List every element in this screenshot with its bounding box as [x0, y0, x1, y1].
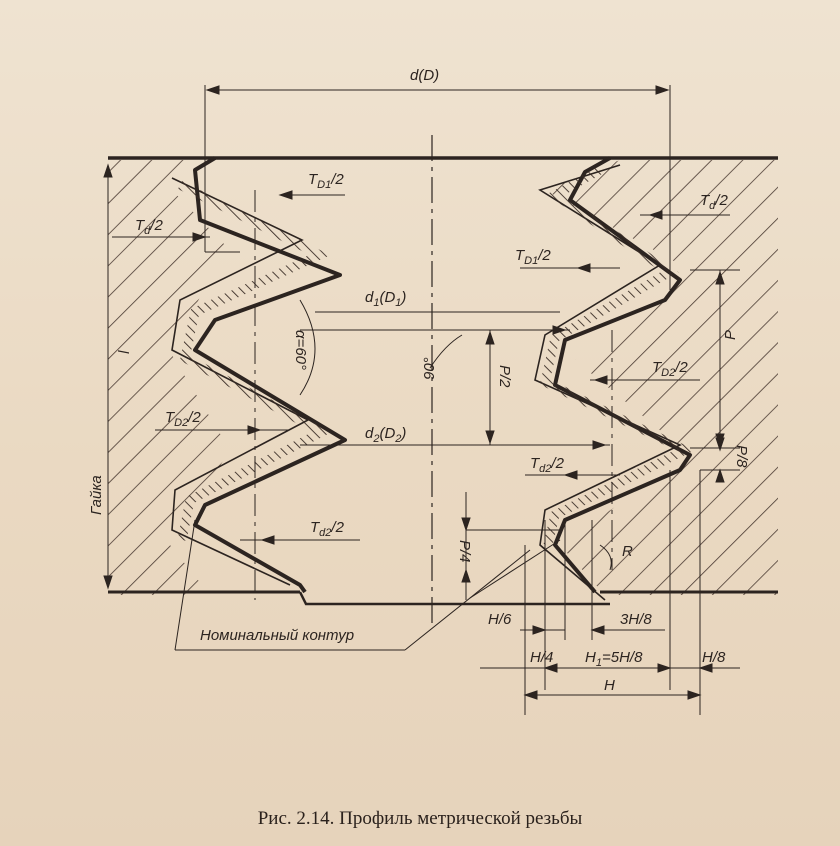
label-d-D: d(D) — [410, 67, 439, 84]
label-P-2: P/2 — [496, 365, 513, 388]
label-angle-90: 90° — [421, 357, 438, 380]
label-d1-D1: d1(D1) — [365, 289, 406, 309]
label-Td2-right: Td2/2 — [530, 455, 565, 475]
label-Td2-left: Td2/2 — [310, 519, 345, 539]
label-TD1-top: TD1/2 — [308, 171, 344, 191]
label-P-4: P/4 — [456, 540, 473, 563]
dimension-lines — [103, 85, 740, 715]
label-TD2-right: TD2/2 — [652, 359, 688, 379]
label-TD2-left: TD2/2 — [165, 409, 201, 429]
label-Td-right: Td/2 — [700, 192, 728, 212]
label-TD1-right: TD1/2 — [515, 247, 551, 267]
label-nominal-contour: Номинальный контур — [200, 627, 354, 644]
label-3H-8: 3H/8 — [620, 611, 652, 628]
thread-profile-left — [171, 156, 347, 594]
figure-caption: Рис. 2.14. Профиль метрической резьбы — [257, 808, 583, 829]
label-H-8: H/8 — [702, 649, 726, 666]
auxiliary-lines — [204, 85, 671, 625]
label-H-6: H/6 — [488, 611, 512, 628]
label-nut: Гайка — [88, 475, 105, 515]
label-d2-D2: d2(D2) — [365, 425, 406, 445]
label-alpha: α=60° — [292, 330, 309, 370]
label-Td-left: Td/2 — [135, 217, 163, 237]
thread-profile-diagram: d(D) TD1/2 Td/2 Td/2 TD1/2 d1(D1) P α=60… — [88, 67, 778, 715]
label-H-4: H/4 — [530, 649, 553, 666]
label-H1: H1=5H/8 — [585, 649, 643, 669]
boundary-lines — [108, 156, 778, 606]
label-l: l — [114, 350, 131, 354]
label-H: H — [604, 677, 615, 694]
label-P-8: P/8 — [733, 445, 750, 468]
labels: d(D) TD1/2 Td/2 Td/2 TD1/2 d1(D1) P α=60… — [88, 67, 750, 694]
thread-profile-right — [534, 156, 696, 601]
label-P: P — [722, 330, 739, 340]
label-R: R — [622, 543, 633, 560]
